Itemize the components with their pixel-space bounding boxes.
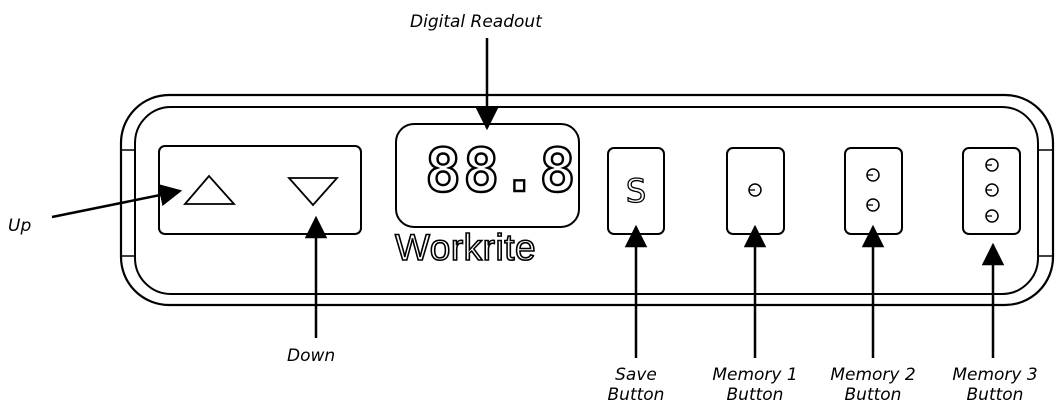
digital-readout-label: Digital Readout [410, 12, 542, 32]
memory-dot-icon [866, 198, 880, 212]
memory-1-button-label: Memory 1 Button [700, 365, 810, 405]
save-button-label: Save Button [596, 365, 676, 405]
memory-2-button-label-line: Button [844, 385, 902, 405]
brand-logo-text: Workrite [394, 227, 537, 269]
memory-1-button-label-line: Memory 1 [712, 365, 798, 385]
memory-2-button-label: Memory 2 Button [818, 365, 928, 405]
memory-dot-icon [985, 209, 999, 223]
save-button-label-line: Save [615, 365, 657, 385]
up-arrow-callout [51, 184, 183, 219]
memory-dot-icon [748, 183, 762, 197]
memory-dot-icon [985, 183, 999, 197]
memory-3-button-label-line: Memory 3 [952, 365, 1038, 385]
memory-2-button[interactable] [844, 147, 903, 235]
callout-arrows [51, 38, 1005, 358]
memory-3-button[interactable] [962, 147, 1021, 235]
up-label: Up [8, 216, 32, 236]
display-value: 88.8 [424, 135, 578, 207]
up-down-key[interactable] [158, 145, 362, 235]
save-key-glyph: S [625, 171, 647, 210]
memory-1-button[interactable] [726, 147, 785, 235]
memory-2-button-frame [844, 147, 903, 235]
memory-1-button-label-line: Button [726, 385, 784, 405]
memory-3-button-label-line: Button [966, 385, 1024, 405]
memory-2-button-label-line: Memory 2 [830, 365, 916, 385]
memory-dot-icon [985, 158, 999, 172]
down-label: Down [287, 346, 336, 366]
save-button-label-line: Button [607, 385, 665, 405]
up-arrow-icon[interactable] [183, 174, 237, 205]
memory-3-button-label: Memory 3 Button [940, 365, 1050, 405]
down-arrow-icon[interactable] [286, 177, 340, 207]
memory-dot-icon [866, 168, 880, 182]
up-down-key-frame [158, 145, 362, 235]
